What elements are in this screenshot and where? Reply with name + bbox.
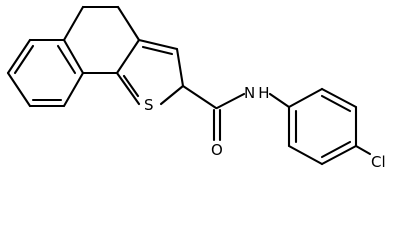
oxygen-atom-label: O [211, 141, 223, 159]
thiophene-ring [115, 38, 185, 106]
chlorophenyl-ring [287, 87, 358, 166]
chlorine-atom-label: Cl [371, 153, 386, 171]
sulfur-atom-label: S [144, 96, 154, 114]
nh-atom-label: N H [244, 84, 270, 102]
molecule-canvas: S O N H Cl [6, 5, 386, 171]
amide-group [181, 84, 246, 142]
structure-drawing: S O N H Cl [6, 5, 386, 171]
benzo-ring [6, 38, 85, 108]
c-cl-bond [354, 144, 372, 156]
dihydro-ring [62, 5, 141, 75]
n-aryl-bond [268, 92, 291, 109]
